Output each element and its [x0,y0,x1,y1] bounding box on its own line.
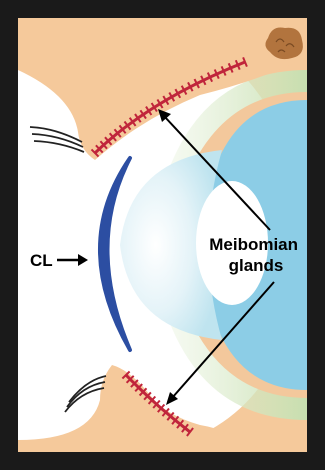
contact-lens-label: CL [30,251,53,270]
meibomian-label-line2: glands [229,256,284,275]
meibomian-label-line1: Meibomian [209,235,298,254]
